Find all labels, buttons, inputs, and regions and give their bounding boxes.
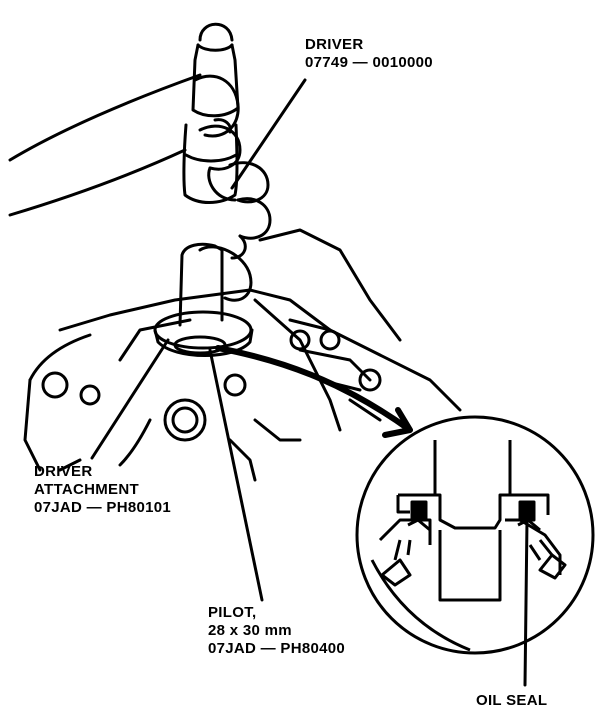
- driver-attachment-label: DRIVER ATTACHMENT 07JAD — PH80101: [34, 463, 171, 517]
- pilot-label-size: 28 x 30 mm: [208, 622, 292, 639]
- pilot-leader-line: [208, 348, 264, 602]
- callout-arrow: [215, 345, 413, 438]
- driver-label: DRIVER 07749 — 0010000: [305, 36, 433, 72]
- driver-attachment-label-line2: ATTACHMENT: [34, 481, 139, 498]
- hand-illustration: [8, 73, 272, 260]
- driver-label-name: DRIVER: [305, 36, 364, 53]
- oil-seal-label-name: OIL SEAL: [476, 692, 548, 709]
- pilot-label: PILOT, 28 x 30 mm 07JAD — PH80400: [208, 604, 345, 658]
- oil-seal-leader-line: [523, 518, 529, 687]
- oil-seal-label: OIL SEAL: [476, 692, 547, 710]
- driver-label-part-number: 07749 — 0010000: [305, 54, 433, 71]
- pilot-label-part-number: 07JAD — PH80400: [208, 640, 346, 657]
- pilot-label-name: PILOT,: [208, 604, 257, 621]
- driver-attachment-label-part-number: 07JAD — PH80101: [34, 499, 172, 516]
- detail-magnifier: [355, 415, 595, 655]
- attachment-leader-line: [90, 338, 170, 460]
- driver-attachment-part: [153, 310, 254, 357]
- driver-leader-line: [230, 78, 307, 190]
- driver-attachment-label-line1: DRIVER: [34, 463, 93, 480]
